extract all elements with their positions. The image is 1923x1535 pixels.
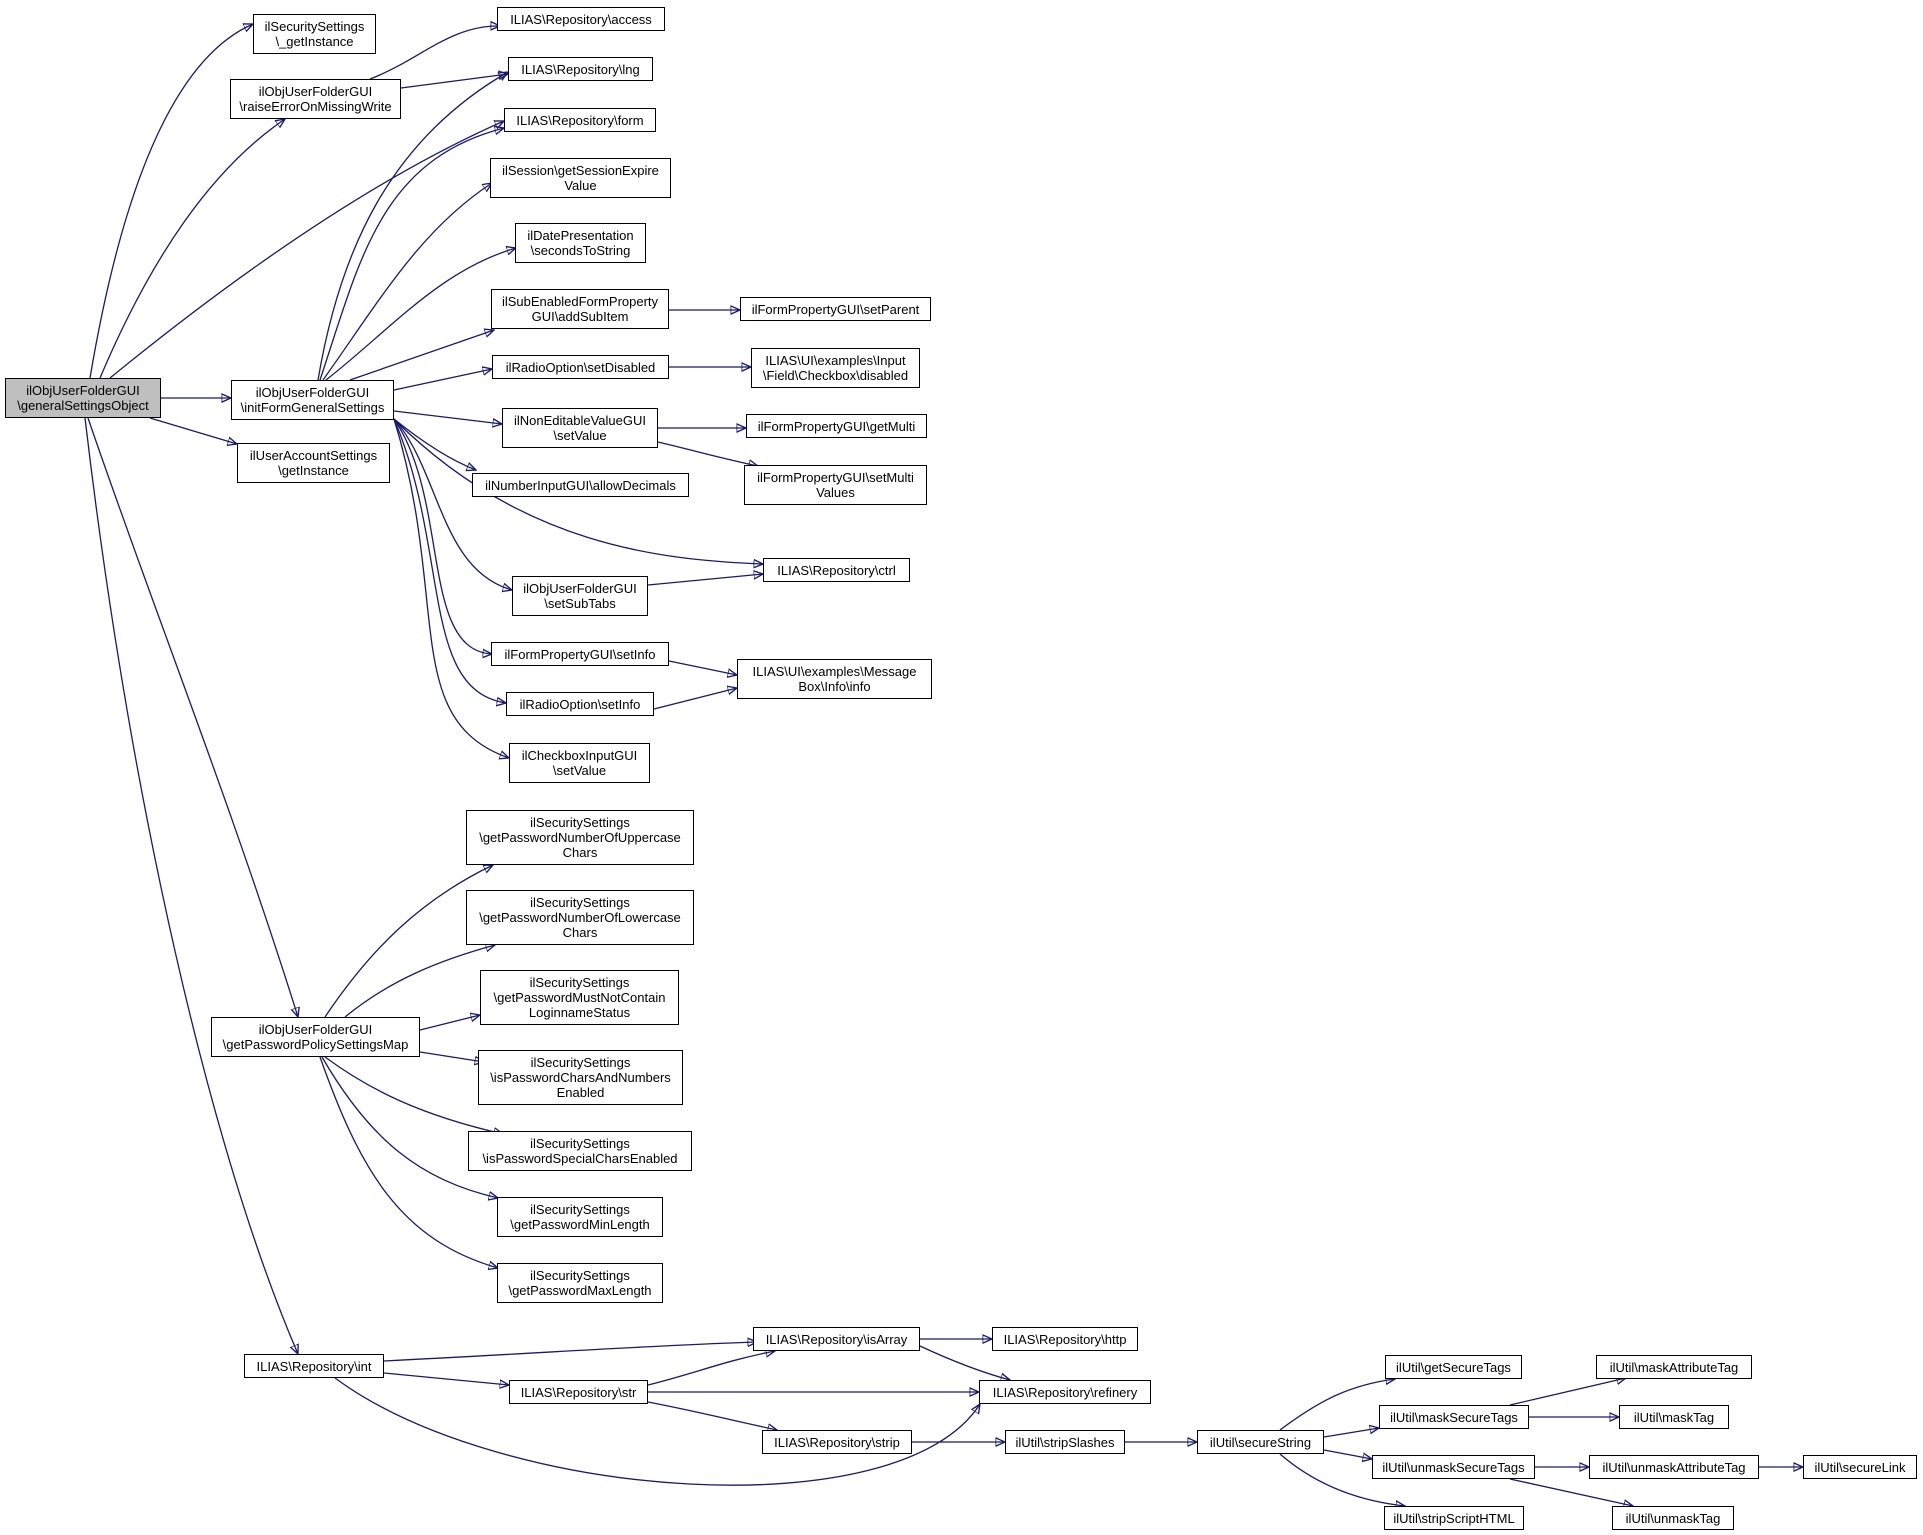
node-strip-script-html[interactable]: ilUtil\stripScriptHTML — [1384, 1506, 1524, 1530]
call-edge — [647, 1351, 775, 1386]
node-pw-chars-num[interactable]: ilSecuritySettings \isPasswordCharsAndNu… — [478, 1050, 683, 1105]
call-edge — [419, 1015, 480, 1031]
call-edge — [99, 119, 285, 379]
node-unmask-secure-tags[interactable]: ilUtil\unmaskSecureTags — [1372, 1455, 1535, 1479]
call-edge — [369, 26, 500, 80]
node-pw-login[interactable]: ilSecuritySettings \getPasswordMustNotCo… — [480, 970, 679, 1025]
call-edge — [657, 441, 758, 466]
call-edge — [393, 418, 476, 470]
call-edge — [393, 418, 509, 758]
call-edge — [1509, 1378, 1626, 1406]
node-set-sub-tabs[interactable]: ilObjUserFolderGUI \setSubTabs — [512, 576, 648, 616]
call-edge — [1509, 1478, 1633, 1506]
node-sec-getinstance[interactable]: ilSecuritySettings \_getInstance — [253, 14, 376, 54]
call-edge — [393, 418, 492, 654]
node-cb-disabled[interactable]: ILIAS\UI\examples\Input \Field\Checkbox\… — [751, 348, 920, 388]
call-edge — [349, 330, 494, 381]
call-edge — [383, 1342, 757, 1362]
node-pw-special[interactable]: ilSecuritySettings \isPasswordSpecialCha… — [468, 1131, 692, 1171]
call-edge — [321, 1056, 498, 1198]
call-edge — [653, 688, 737, 710]
call-edge — [322, 183, 492, 381]
node-radio-set-info[interactable]: ilRadioOption\setInfo — [506, 692, 654, 716]
call-edge — [87, 417, 298, 1017]
call-edge — [1323, 1449, 1372, 1459]
call-edge — [383, 1372, 509, 1385]
node-checkbox-set-value[interactable]: ilCheckboxInputGUI \setValue — [509, 743, 650, 783]
node-get-secure-tags[interactable]: ilUtil\getSecureTags — [1385, 1355, 1522, 1379]
call-edge — [324, 1056, 503, 1134]
call-edge — [393, 418, 512, 590]
node-root[interactable]: ilObjUserFolderGUI \generalSettingsObjec… — [5, 378, 161, 418]
node-lng[interactable]: ILIAS\Repository\lng — [508, 57, 653, 81]
node-get-multi[interactable]: ilFormPropertyGUI\getMulti — [746, 414, 927, 438]
node-pw-min[interactable]: ilSecuritySettings \getPasswordMinLength — [497, 1197, 663, 1237]
call-edge — [1279, 1379, 1395, 1431]
node-unmask-attribute-tag[interactable]: ilUtil\unmaskAttributeTag — [1589, 1455, 1759, 1479]
node-secure-string[interactable]: ilUtil\secureString — [1197, 1430, 1324, 1454]
node-http[interactable]: ILIAS\Repository\http — [992, 1327, 1138, 1351]
node-msg-info[interactable]: ILIAS\UI\examples\Message Box\Info\info — [737, 659, 932, 699]
call-edge — [647, 1401, 777, 1430]
node-repo-int[interactable]: ILIAS\Repository\int — [244, 1354, 384, 1378]
call-edge — [393, 410, 502, 424]
call-edge — [400, 74, 508, 89]
node-date-pres[interactable]: ilDatePresentation \secondsToString — [515, 223, 646, 263]
call-edge — [919, 1345, 1010, 1380]
call-edge — [84, 417, 298, 1354]
node-ctrl[interactable]: ILIAS\Repository\ctrl — [763, 558, 910, 582]
node-set-multi-values[interactable]: ilFormPropertyGUI\setMulti Values — [744, 465, 927, 505]
node-unmask-tag[interactable]: ilUtil\unmaskTag — [1612, 1506, 1734, 1530]
node-init-form[interactable]: ilObjUserFolderGUI \initFormGeneralSetti… — [231, 380, 394, 420]
node-access[interactable]: ILIAS\Repository\access — [497, 7, 665, 31]
node-raise-error[interactable]: ilObjUserFolderGUI \raiseErrorOnMissingW… — [230, 79, 401, 119]
node-mask-tag[interactable]: ilUtil\maskTag — [1619, 1405, 1729, 1429]
node-sub-enabled[interactable]: ilSubEnabledFormProperty GUI\addSubItem — [491, 289, 669, 329]
call-edge — [668, 660, 737, 675]
node-secure-link[interactable]: ilUtil\secureLink — [1803, 1455, 1917, 1479]
node-set-parent[interactable]: ilFormPropertyGUI\setParent — [740, 297, 931, 321]
call-edge — [325, 248, 516, 381]
call-edge — [393, 369, 492, 391]
node-pw-upper[interactable]: ilSecuritySettings \getPasswordNumberOfU… — [466, 810, 694, 865]
node-strip[interactable]: ILIAS\Repository\strip — [762, 1430, 912, 1454]
call-edge — [319, 128, 504, 381]
node-mask-attribute-tag[interactable]: ilUtil\maskAttributeTag — [1596, 1355, 1752, 1379]
node-is-array[interactable]: ILIAS\Repository\isArray — [753, 1327, 920, 1351]
call-edge — [393, 418, 506, 703]
node-pw-lower[interactable]: ilSecuritySettings \getPasswordNumberOfL… — [466, 890, 694, 945]
node-non-editable[interactable]: ilNonEditableValueGUI \setValue — [502, 408, 658, 448]
node-allow-decimals[interactable]: ilNumberInputGUI\allowDecimals — [472, 473, 689, 497]
call-edge — [344, 945, 495, 1018]
node-session[interactable]: ilSession\getSessionExpire Value — [490, 158, 671, 198]
call-edge — [149, 417, 237, 444]
node-fp-set-info[interactable]: ilFormPropertyGUI\setInfo — [491, 642, 669, 666]
call-edge — [1323, 1428, 1379, 1438]
call-edge — [419, 1051, 484, 1062]
call-edge — [109, 121, 504, 379]
node-mask-secure-tags[interactable]: ilUtil\maskSecureTags — [1379, 1405, 1529, 1429]
node-form[interactable]: ILIAS\Repository\form — [504, 108, 656, 132]
node-refinery[interactable]: ILIAS\Repository\refinery — [979, 1380, 1151, 1404]
call-edge — [89, 24, 253, 379]
node-pw-policy[interactable]: ilObjUserFolderGUI \getPasswordPolicySet… — [211, 1017, 420, 1057]
node-pw-max[interactable]: ilSecuritySettings \getPasswordMaxLength — [497, 1263, 663, 1303]
node-radio-disabled[interactable]: ilRadioOption\setDisabled — [492, 355, 669, 379]
node-strip-slashes[interactable]: ilUtil\stripSlashes — [1005, 1430, 1125, 1454]
node-user-account[interactable]: ilUserAccountSettings \getInstance — [237, 443, 390, 483]
call-edge — [647, 574, 763, 586]
node-str[interactable]: ILIAS\Repository\str — [509, 1380, 648, 1404]
